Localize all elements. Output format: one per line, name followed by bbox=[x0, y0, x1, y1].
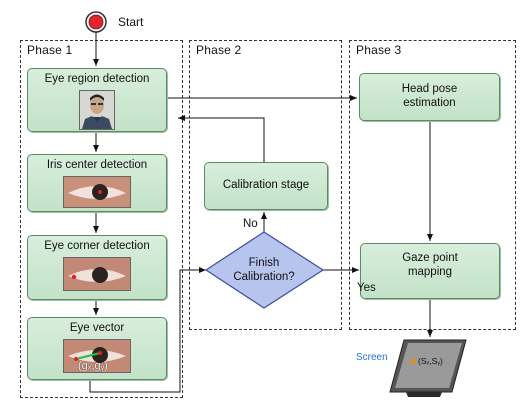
head-pose-line2: estimation bbox=[403, 97, 456, 109]
eye-corner-image bbox=[63, 256, 131, 291]
screen-graphic bbox=[389, 339, 467, 397]
calibration-stage-node: Calibration stage bbox=[204, 162, 328, 210]
gaze-point-line2: mapping bbox=[407, 265, 453, 278]
gaze-point-mapping-node: Gaze point mapping bbox=[360, 243, 500, 299]
eye-region-detection-label: Eye region detection bbox=[44, 73, 150, 85]
head-pose-line1: Head pose bbox=[401, 83, 458, 96]
eye-vector-label: Eye vector bbox=[69, 322, 125, 334]
yes-edge-label: Yes bbox=[357, 282, 376, 294]
eye-vector-node: Eye vector bbox=[27, 317, 167, 380]
finish-calibration-line1: Finish bbox=[248, 257, 280, 269]
phase-1-title: Phase 1 bbox=[27, 43, 73, 57]
iris-center-detection-node: Iris center detection bbox=[27, 154, 167, 212]
head-pose-label: Head pose estimation bbox=[402, 83, 458, 111]
gaze-point-marker bbox=[410, 358, 416, 364]
phase-1-container: Phase 1 bbox=[20, 40, 183, 398]
start-label: Start bbox=[118, 15, 144, 29]
finish-calibration-label: Finish Calibration? bbox=[214, 256, 314, 285]
start-node bbox=[85, 11, 107, 33]
eye-region-detection-node: Eye region detection bbox=[27, 68, 167, 132]
eye-vector-formula: (gₓ,gᵧ) bbox=[78, 360, 108, 372]
head-pose-estimation-node: Head pose estimation bbox=[359, 73, 500, 121]
iris-center-detection-label: Iris center detection bbox=[46, 159, 148, 171]
eye-vector-image bbox=[63, 338, 131, 373]
screen-point-label: (Sₓ,Sᵧ) bbox=[418, 356, 443, 366]
eye-corner-detection-node: Eye corner detection bbox=[27, 235, 167, 300]
calibration-stage-label: Calibration stage bbox=[222, 179, 310, 192]
gaze-point-line1: Gaze point bbox=[402, 252, 458, 264]
finish-calibration-line2: Calibration? bbox=[233, 271, 295, 284]
phase-3-container: Phase 3 bbox=[349, 40, 516, 330]
eye-corner-detection-label: Eye corner detection bbox=[44, 240, 150, 252]
screen-label: Screen bbox=[356, 352, 388, 363]
gaze-point-label: Gaze point mapping bbox=[402, 244, 458, 280]
phase-3-title: Phase 3 bbox=[356, 43, 402, 57]
no-edge-label: No bbox=[243, 218, 258, 230]
eye-iris-image bbox=[63, 175, 131, 208]
phase-2-container: Phase 2 bbox=[189, 40, 342, 330]
face-photo-image bbox=[79, 89, 115, 130]
finish-calibration-diamond bbox=[204, 231, 325, 309]
phase-2-title: Phase 2 bbox=[196, 43, 242, 57]
